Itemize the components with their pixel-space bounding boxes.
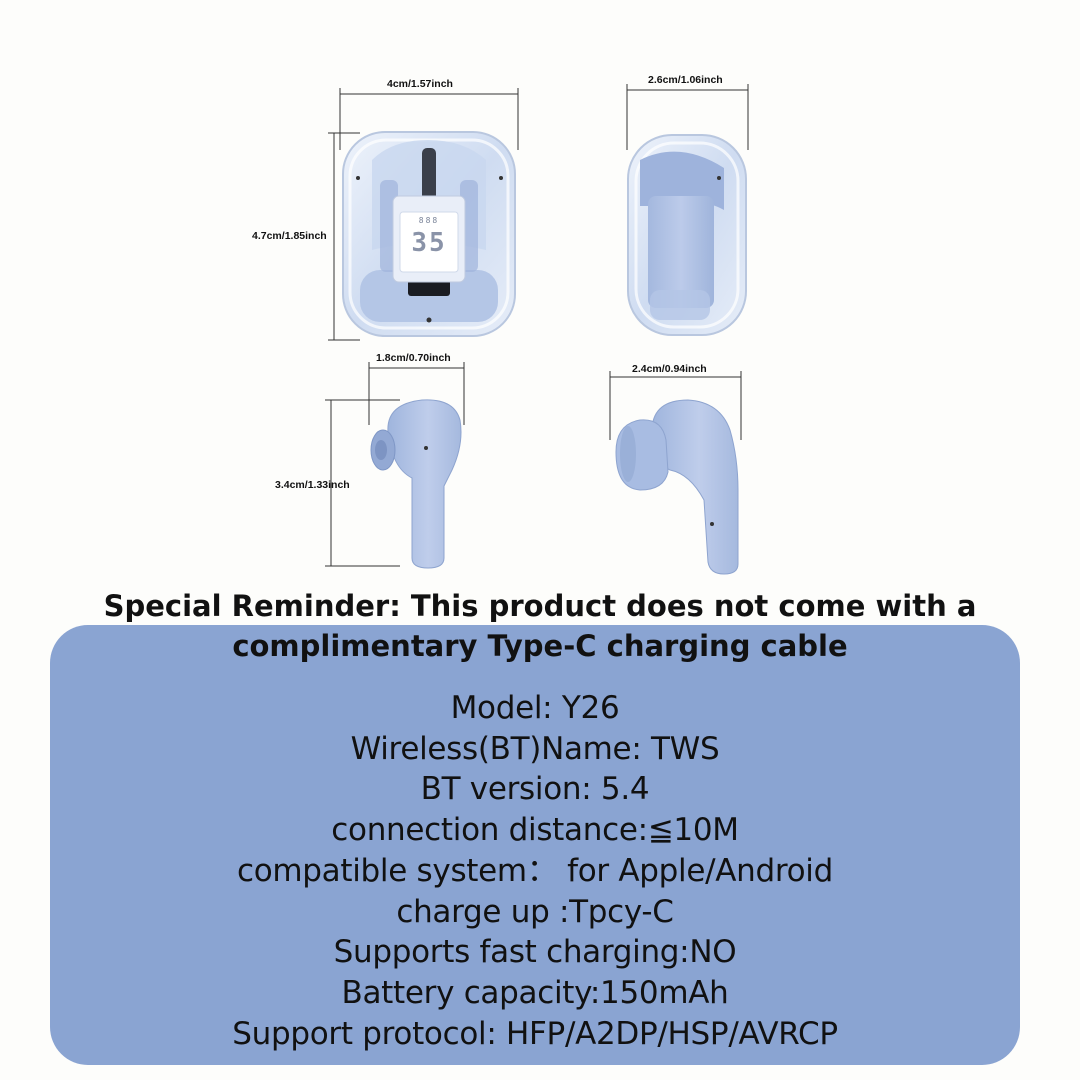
product-drawings bbox=[325, 84, 749, 575]
special-reminder: Special Reminder: This product does not … bbox=[0, 586, 1080, 666]
spec-battery-capacity: Battery capacity:150mAh bbox=[341, 974, 729, 1011]
spec-connection-distance: connection distance:≦10M bbox=[331, 812, 739, 849]
earbud-height-label: 3.4cm/1.33inch bbox=[275, 479, 350, 491]
reminder-line-2: complimentary Type-C charging cable bbox=[232, 629, 848, 663]
case-height-label: 4.7cm/1.85inch bbox=[252, 230, 327, 242]
earbud-width-label: 1.8cm/0.70inch bbox=[376, 352, 451, 364]
spec-fast-charging: Supports fast charging:NO bbox=[333, 934, 737, 971]
earbud-front bbox=[370, 399, 462, 569]
led-main-digits: 35 bbox=[411, 228, 447, 258]
spec-charge-port: charge up :Tpcy-C bbox=[396, 893, 674, 930]
case-side-width-label: 2.6cm/1.06inch bbox=[648, 74, 723, 86]
spec-support-protocol: Support protocol: HFP/A2DP/HSP/AVRCP bbox=[232, 1015, 838, 1052]
spec-bt-name: Wireless(BT)Name: TWS bbox=[350, 730, 720, 767]
case-side bbox=[627, 134, 747, 336]
earbud-side bbox=[615, 399, 739, 575]
case-led-display: 888 35 bbox=[400, 212, 458, 272]
earbud-side-width-label: 2.4cm/0.94inch bbox=[632, 363, 707, 375]
spec-compatible-system: compatible system： for Apple/Android bbox=[236, 852, 834, 889]
case-width-label: 4cm/1.57inch bbox=[387, 78, 453, 90]
spec-list: Model: Y26 Wireless(BT)Name: TWS BT vers… bbox=[50, 688, 1020, 1054]
reminder-line-1: Special Reminder: This product does not … bbox=[103, 589, 977, 623]
spec-panel bbox=[50, 625, 1020, 1065]
spec-model: Model: Y26 bbox=[450, 690, 620, 726]
spec-bt-version: BT version: 5.4 bbox=[420, 771, 650, 808]
case-front bbox=[342, 131, 516, 337]
led-top-digits: 888 bbox=[418, 216, 440, 225]
dimension-lines bbox=[325, 84, 749, 567]
